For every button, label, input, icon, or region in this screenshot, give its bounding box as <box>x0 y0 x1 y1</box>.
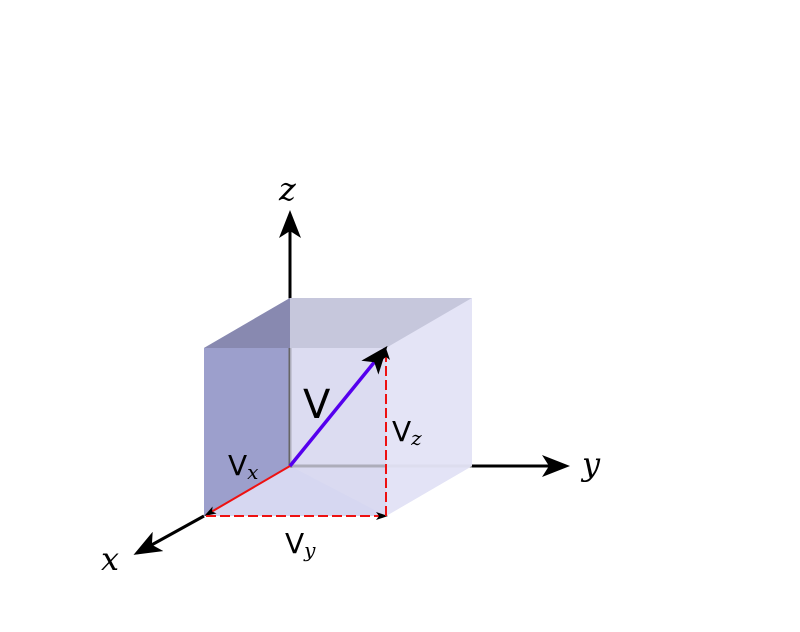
vector-v-label: V <box>303 382 331 428</box>
y-axis-label: y <box>580 445 601 483</box>
x-axis-label: x <box>101 540 119 578</box>
z-axis-label: z <box>278 170 297 208</box>
vx-label: Vx <box>228 449 258 484</box>
vx-base: V <box>228 449 247 482</box>
box-right-face <box>386 298 472 516</box>
vy-base: V <box>285 527 304 560</box>
vy-label: Vy <box>285 527 316 562</box>
vx-component <box>204 465 291 517</box>
vy-sub: y <box>303 538 316 562</box>
vector-v <box>288 345 388 468</box>
vz-base: V <box>392 415 411 448</box>
box-front-face <box>290 348 386 516</box>
vz-label: Vz <box>392 415 422 450</box>
vx-sub: x <box>247 460 258 484</box>
box-left-face <box>204 298 290 516</box>
x-axis <box>133 514 205 555</box>
vz-sub: z <box>410 426 422 450</box>
box-top-left-shade <box>204 298 290 348</box>
